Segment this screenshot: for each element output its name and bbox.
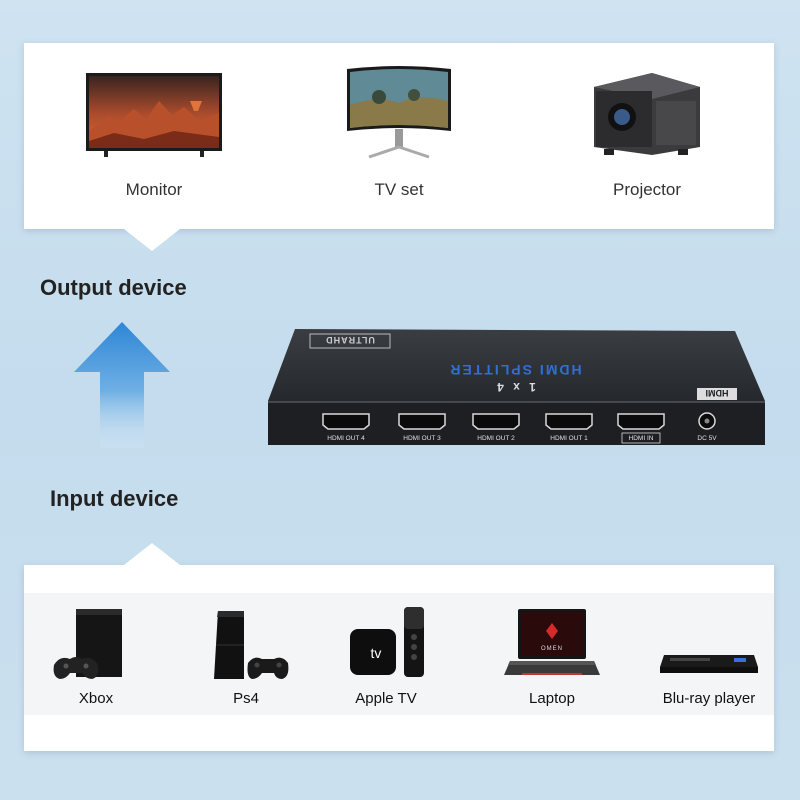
device-label: Xbox: [78, 690, 114, 707]
output-devices-panel: Monitor TV set Projector: [24, 43, 774, 251]
projector-icon: [594, 73, 700, 155]
port-label: HDMI IN: [629, 435, 654, 442]
port-hdmi-out-4: HDMI OUT 4: [322, 413, 370, 442]
device-label: Monitor: [125, 180, 183, 199]
port-hdmi-out-3: HDMI OUT 3: [398, 413, 446, 442]
hdmi-splitter: HDMI SPLITTER 1 x 4 ULTRAHD HDMI HDMI OU…: [268, 329, 765, 445]
device-monitor: Monitor: [79, 71, 229, 200]
laptop-screen-text: OMEN: [541, 646, 563, 652]
panel-pointer: [124, 543, 180, 565]
device-blu-ray-player: Blu-ray player: [644, 605, 774, 707]
xbox-icon: [53, 609, 122, 679]
hdmi-logo: HDMI: [706, 388, 729, 398]
device-label: Projector: [612, 180, 682, 199]
port-dc-5v: DC 5V: [697, 412, 717, 442]
splitter-name: HDMI SPLITTER: [448, 362, 581, 378]
output-device-title: Output device: [40, 275, 187, 300]
monitor-icon: [86, 73, 222, 157]
ultrahd-badge: ULTRAHD: [325, 335, 375, 345]
device-tv-set: TV set: [324, 65, 474, 200]
port-label: HDMI OUT 3: [403, 435, 441, 442]
input-device-title: Input device: [50, 486, 179, 511]
device-laptop: OMEN Laptop: [492, 605, 612, 707]
input-devices-panel: Xbox Ps4 tv Apple TV: [24, 543, 774, 751]
port-label: HDMI OUT 2: [477, 435, 515, 442]
device-projector: Projector: [572, 67, 722, 200]
tv-set-icon: [347, 66, 451, 159]
up-arrow-icon: [74, 322, 170, 448]
ps4-icon: [214, 611, 289, 679]
device-label: Laptop: [529, 690, 575, 707]
device-ps4: Ps4: [186, 605, 306, 707]
device-label: Ps4: [233, 690, 259, 707]
apple-tv-icon: tv: [350, 607, 424, 677]
panel-pointer: [124, 229, 180, 251]
port-hdmi-out-1: HDMI OUT 1: [545, 413, 593, 442]
port-hdmi-out-2: HDMI OUT 2: [472, 413, 520, 442]
device-label: TV set: [374, 180, 424, 199]
blu-ray-player-icon: [660, 655, 758, 673]
device-label: Blu-ray player: [662, 690, 756, 707]
device-apple-tv: tv Apple TV: [326, 605, 446, 707]
splitter-model: 1 x 4: [494, 380, 536, 394]
laptop-icon: OMEN: [504, 609, 600, 675]
device-xbox: Xbox: [36, 605, 156, 707]
port-label: DC 5V: [697, 435, 717, 442]
port-hdmi-in: HDMI IN: [617, 413, 665, 444]
port-label: HDMI OUT 1: [550, 435, 588, 442]
apple-tv-badge: tv: [371, 645, 382, 661]
devices-strip: [24, 593, 774, 715]
device-label: Apple TV: [355, 690, 417, 707]
port-label: HDMI OUT 4: [327, 435, 365, 442]
